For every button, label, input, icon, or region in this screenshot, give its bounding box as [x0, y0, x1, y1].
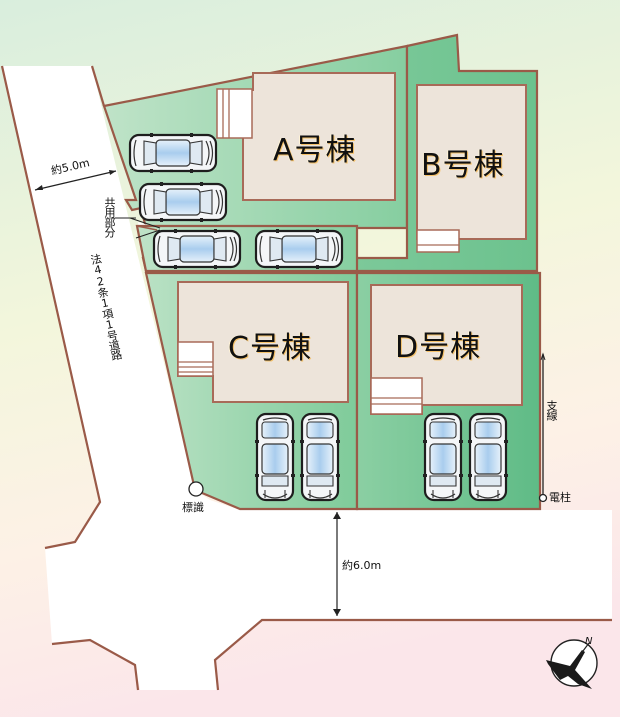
parking-car-3 [152, 227, 242, 271]
parking-car-2 [138, 180, 228, 224]
west-road-dimension [34, 170, 117, 191]
shared-area-label: 共用部分 [103, 197, 116, 237]
building-c-label: C号棟 [228, 331, 312, 366]
building-a-label: A号棟 [273, 133, 357, 168]
parking-car-7 [421, 412, 465, 502]
sign-label: 標識 [182, 501, 204, 514]
south-road-width-label: 約6.0m [342, 559, 382, 572]
parking-car-1 [128, 131, 218, 175]
parking-car-4 [254, 227, 344, 271]
compass-north-icon [546, 639, 598, 689]
parking-car-8 [466, 412, 510, 502]
building-b-label: B号棟 [421, 148, 505, 183]
parking-car-6 [298, 412, 342, 502]
utility-pole [538, 493, 548, 503]
building-b [416, 84, 527, 240]
guy-wire-label: 支線 [545, 400, 558, 420]
west-road [2, 66, 612, 690]
compass-north-label: N [585, 636, 593, 647]
utility-pole-label: 電柱 [549, 491, 571, 504]
parking-car-5 [253, 412, 297, 502]
building-d-label: D号棟 [395, 330, 482, 365]
sign-marker [188, 481, 204, 497]
